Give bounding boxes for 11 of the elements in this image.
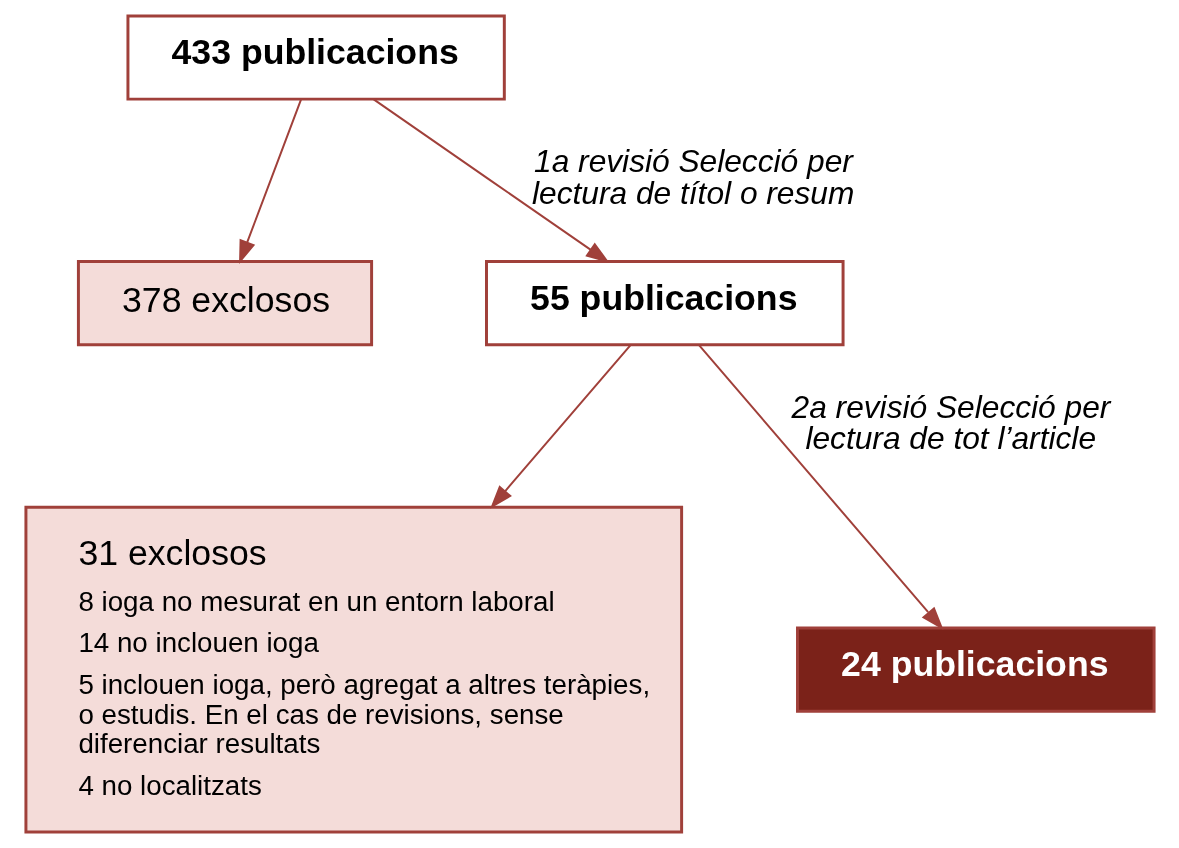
node-box: 433 publicacions — [125, 14, 506, 101]
node-box: 378 exclosos — [76, 260, 373, 347]
edge-label: 2a revisió Selecció per lectura de tot l’article — [791, 388, 1110, 457]
arrow — [238, 98, 302, 264]
arrow — [372, 98, 610, 263]
node-box: 24 publicacions — [795, 626, 1156, 713]
node-box: 31 exclosos 8 ioga no mesurat en un entorn laboral 14 no inclouen ioga 5 inclouen ioga, però agregat a altres teràpies, o estudis. En el cas de revisions, sense diferenciar resultats 4 no localitzats — [23, 505, 683, 834]
edge-label: 1a revisió Selecció per lectura de títol o resum — [531, 143, 854, 211]
arrow — [697, 344, 944, 631]
node-box: 55 publicacions — [484, 260, 845, 347]
arrow — [489, 344, 631, 509]
